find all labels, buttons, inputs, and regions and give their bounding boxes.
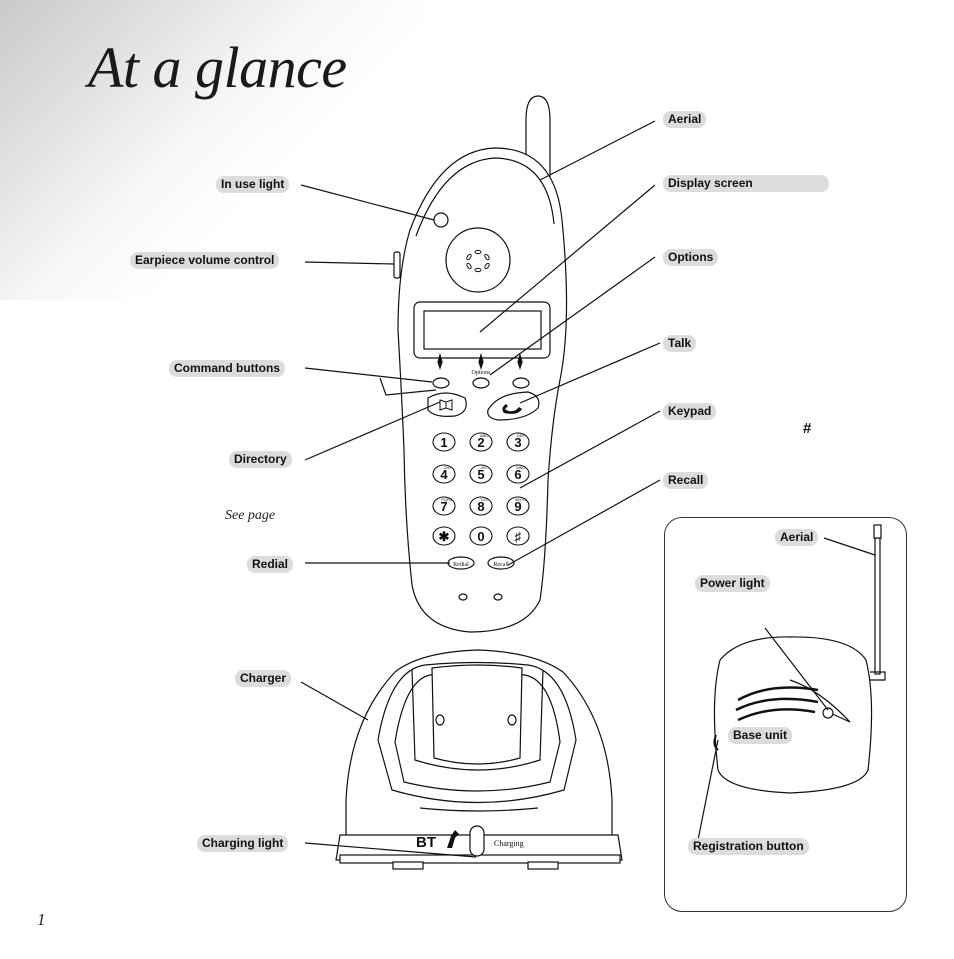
options-text: Options (471, 370, 491, 376)
label-keypad: Keypad (663, 403, 717, 420)
bt-logo: BT (416, 834, 436, 851)
key-0: 0 (477, 529, 484, 544)
svg-text:TUV: TUV (480, 497, 488, 502)
command-button-right (512, 377, 530, 389)
label-charging-light: Charging light (197, 835, 289, 852)
charging-light-icon (469, 825, 485, 857)
label-aerial: Aerial (663, 111, 707, 128)
label-recall: Recall (663, 472, 709, 489)
svg-text:MNO: MNO (516, 465, 525, 470)
page-title: At a glance (88, 35, 347, 100)
recall-button (487, 556, 515, 570)
corner-gradient (0, 0, 430, 300)
label-power-light: Power light (695, 575, 770, 592)
label-earpiece-volume: Earpiece volume control (130, 252, 280, 269)
key-7: 7 (440, 499, 447, 514)
key-9: 9 (514, 499, 521, 514)
key-star: ✱ (439, 529, 450, 544)
keypad (432, 432, 530, 546)
label-redial: Redial (247, 556, 294, 573)
label-in-use-light: In use light (216, 176, 290, 193)
power-light-icon (822, 707, 834, 719)
earpiece-icon (445, 227, 511, 293)
svg-text:DEF: DEF (517, 433, 526, 438)
handset-body (397, 147, 568, 633)
in-use-light-icon (433, 212, 449, 228)
directory-button (427, 392, 467, 417)
label-options: Options (663, 249, 719, 266)
command-button-left (432, 377, 450, 389)
svg-text:WXYZ: WXYZ (515, 497, 527, 502)
key-2: 2 (477, 435, 484, 450)
command-button-options (472, 377, 490, 389)
page-number: 1 (37, 910, 46, 929)
talk-button (487, 391, 540, 421)
key-1: 1 (440, 435, 447, 450)
key-8: 8 (477, 499, 484, 514)
recall-key-text: Recall (493, 562, 509, 568)
label-base-aerial: Aerial (775, 529, 819, 546)
key-6: 6 (514, 467, 521, 482)
bt-piper-icon (447, 830, 459, 848)
charging-text: Charging (494, 839, 524, 848)
label-base-unit: Base unit (728, 727, 793, 744)
base-unit-panel (664, 517, 907, 912)
key-3: 3 (514, 435, 521, 450)
label-directory: Directory (229, 451, 292, 468)
label-display-screen: Display screen (663, 175, 829, 192)
label-charger: Charger (235, 670, 292, 687)
svg-text:JKL: JKL (481, 465, 489, 470)
key-5: 5 (477, 467, 484, 482)
svg-text:ABC: ABC (480, 433, 488, 438)
key-hash: ♯ (515, 529, 522, 544)
label-registration-button: Registration button (688, 838, 809, 855)
redial-key-text: Redial (453, 562, 469, 568)
charger-unit (335, 649, 623, 870)
key-4: 4 (440, 467, 448, 482)
talk-icon (502, 404, 522, 414)
hash-symbol: # (803, 420, 812, 437)
label-command-buttons: Command buttons (169, 360, 285, 377)
label-talk: Talk (663, 335, 697, 352)
see-page-note: See page (225, 508, 276, 523)
base-unit-illustration (713, 524, 886, 794)
svg-text:PQRS: PQRS (441, 497, 453, 502)
svg-text:GHI: GHI (443, 465, 450, 470)
